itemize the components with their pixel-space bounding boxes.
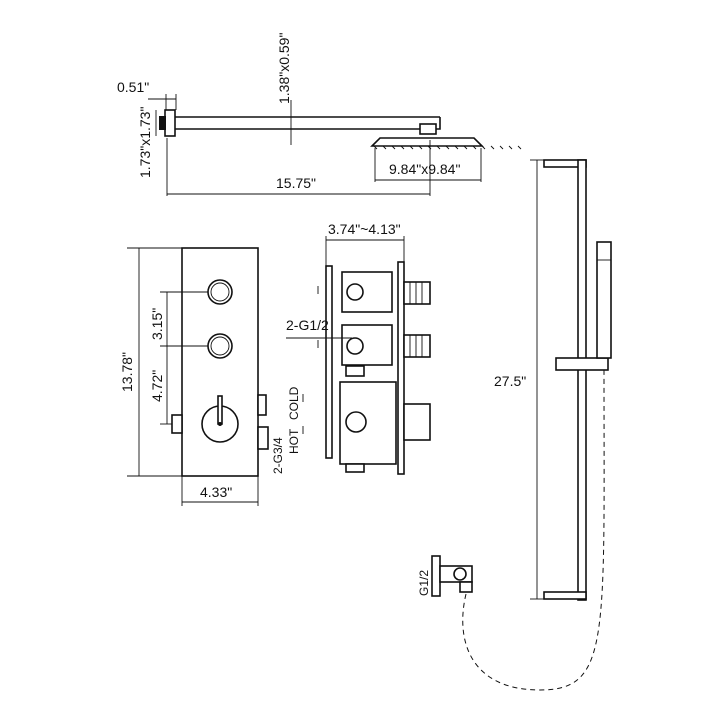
right-inlet-stub-lower (257, 426, 269, 450)
valve-body-side: 3.74"~4.13" 2-G1/2 (286, 221, 431, 475)
dim-elbow-thread: G1/2 (417, 570, 431, 596)
outlet-mid-ridges (409, 335, 423, 357)
dim-arm-length: 15.75" (276, 175, 316, 191)
valve-panel-front: 13.78" 3.15" 4.72" 4.33" 2-G3/4 HOT COLD (119, 247, 304, 506)
dim-knob-spacing: 3.15" (149, 308, 165, 340)
thermostat-port (345, 411, 367, 433)
shower-head-plate (370, 137, 484, 147)
label-hot: HOT (287, 428, 301, 454)
front-plate (397, 261, 405, 475)
handle-lever (217, 395, 223, 425)
outlet-mid-port (346, 337, 364, 355)
shower-arm-assembly: 0.51" 1.73"x1.73" 1.38"x0.59" 9.84"x9.84… (117, 33, 522, 196)
outlet-top-ridges (409, 282, 423, 304)
knob-top (207, 279, 233, 305)
left-inlet-stub (171, 414, 183, 434)
knob-middle (207, 333, 233, 359)
dim-flange-size: 1.73"x1.73" (137, 107, 153, 178)
dim-knob-handle: 4.72" (149, 370, 165, 402)
wall-elbow-assembly: G1/2 (417, 369, 605, 691)
arm-wall-flange (164, 109, 176, 137)
knob-middle-inner (210, 336, 230, 356)
outlet-top-port (346, 283, 364, 301)
handset-holder (555, 357, 609, 371)
outlet-mid-body (341, 324, 393, 366)
dim-panel-height: 13.78" (119, 352, 135, 392)
label-cold: COLD (287, 386, 301, 420)
elbow-outlet (459, 581, 473, 593)
outlet-top-body (341, 271, 393, 313)
elbow-port (453, 567, 467, 581)
elbow-wall-plate (431, 555, 441, 597)
wall-plate (325, 265, 333, 459)
bar-bottom-bracket (543, 591, 587, 600)
dim-inlets: 2-G3/4 (271, 437, 285, 474)
top-nut (345, 365, 365, 377)
outlet-mid-cartridge (403, 334, 431, 358)
hand-shower (596, 241, 612, 359)
head-connector (419, 123, 437, 135)
dim-head-size: 9.84"x9.84" (389, 161, 460, 177)
dim-valve-outlets: 2-G1/2 (286, 317, 329, 333)
dim-flange-width: 0.51" (117, 79, 149, 95)
slide-bar-assembly: 27.5" (494, 159, 612, 601)
right-inlet-stub-upper (257, 394, 267, 416)
dim-arm-section: 1.38"x0.59" (276, 33, 292, 104)
knob-top-inner (210, 282, 230, 302)
dim-panel-width: 4.33" (200, 484, 232, 500)
outlet-top-cartridge (403, 281, 431, 305)
thermostat-cartridge (403, 403, 431, 441)
arm-flange-cap (159, 116, 166, 130)
dim-valve-depth: 3.74"~4.13" (328, 221, 401, 237)
bottom-nut (345, 463, 365, 473)
handle-center (218, 422, 222, 426)
shower-hose (462, 369, 605, 691)
slide-bar (577, 159, 587, 601)
shower-head-nozzles (373, 145, 522, 150)
dim-bar-length: 27.5" (494, 373, 526, 389)
